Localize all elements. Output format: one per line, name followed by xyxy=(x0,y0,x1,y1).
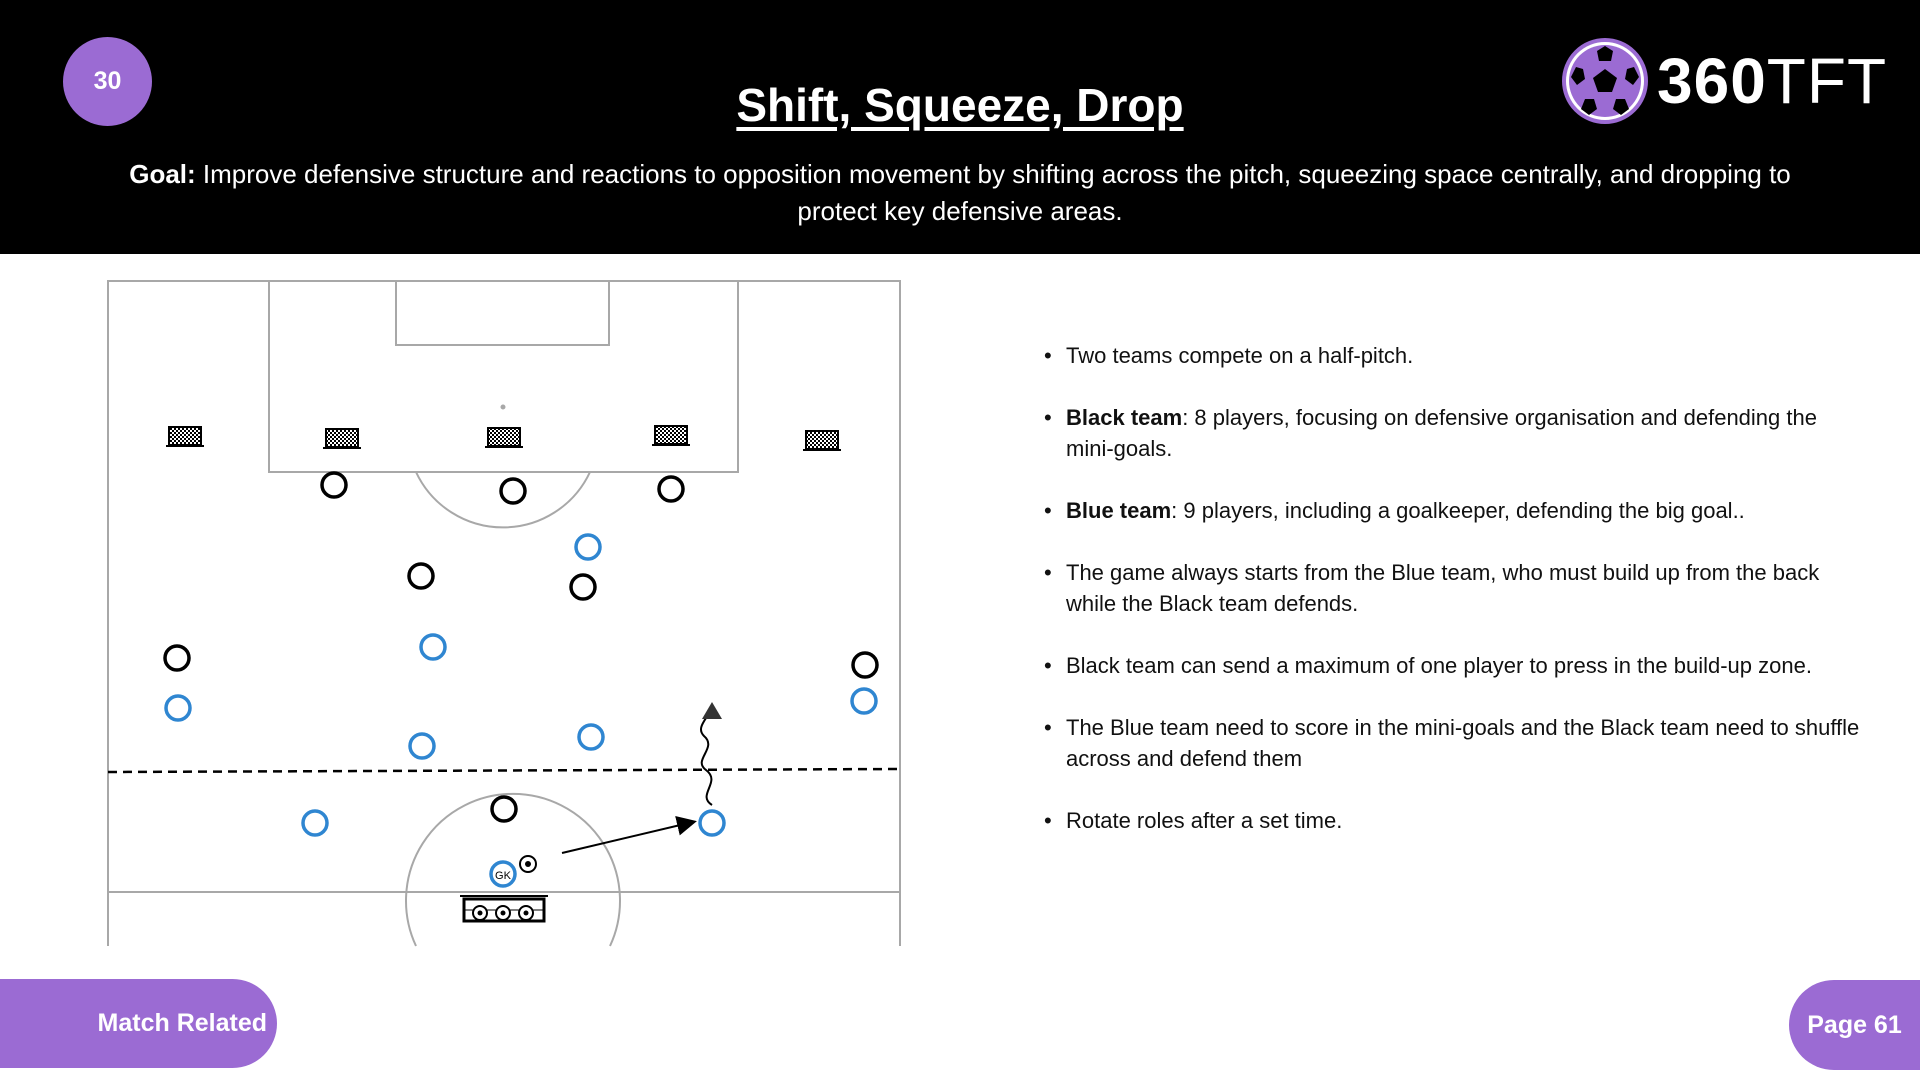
dribble-arrowhead xyxy=(702,702,722,719)
penalty-spot xyxy=(500,404,506,410)
mini-goal xyxy=(166,426,204,447)
big-goal xyxy=(460,895,548,923)
pass-arrow xyxy=(561,815,697,854)
blue-player xyxy=(408,732,436,760)
football-icon xyxy=(1562,38,1648,124)
page-title: Shift, Squeeze, Drop xyxy=(736,79,1184,131)
blue-player xyxy=(574,533,602,561)
black-player xyxy=(320,471,348,499)
logo-text: 360TFT xyxy=(1657,44,1887,118)
spare-ball xyxy=(518,905,534,921)
pitch-markings xyxy=(107,280,901,947)
mini-goal xyxy=(323,428,361,449)
blue-player xyxy=(164,694,192,722)
instruction-item: The Blue team need to score in the mini-… xyxy=(1040,712,1860,774)
logo-text-bold: 360 xyxy=(1657,45,1767,117)
instruction-text: Two teams compete on a half-pitch. xyxy=(1066,343,1414,368)
blue-player xyxy=(850,687,878,715)
instruction-text: The game always starts from the Blue tea… xyxy=(1066,560,1820,616)
black-team-players xyxy=(163,471,879,823)
header-bar: 30 Shift, Squeeze, Drop Goal: Improve de… xyxy=(0,0,1920,254)
match-ball xyxy=(519,855,537,873)
instruction-text: The Blue team need to score in the mini-… xyxy=(1066,715,1860,771)
goal-label: Goal: xyxy=(129,159,196,189)
mini-goal xyxy=(652,425,690,446)
goal-description: Goal: Improve defensive structure and re… xyxy=(110,156,1810,230)
blue-player xyxy=(301,809,329,837)
instruction-item: Black team can send a maximum of one pla… xyxy=(1040,650,1860,681)
brand-logo: 360TFT xyxy=(1561,37,1887,125)
instruction-item: Blue team: 9 players, including a goalke… xyxy=(1040,495,1860,526)
blue-team-players xyxy=(164,533,878,888)
mini-goals xyxy=(166,425,841,451)
centre-circle xyxy=(405,792,621,947)
category-tag: Match Related xyxy=(0,979,277,1068)
penalty-arc xyxy=(415,471,591,529)
black-player xyxy=(407,562,435,590)
instruction-item: Rotate roles after a set time. xyxy=(1040,805,1860,836)
instruction-bold: Blue team xyxy=(1066,498,1172,523)
blue-goalkeeper xyxy=(489,860,517,888)
instruction-text: Rotate roles after a set time. xyxy=(1066,808,1343,833)
logo-text-rest: TFT xyxy=(1766,45,1888,117)
instructions-list: Two teams compete on a half-pitch. Black… xyxy=(1040,340,1860,867)
instruction-text: : 9 players, including a goalkeeper, def… xyxy=(1171,498,1745,523)
black-player xyxy=(851,651,879,679)
instruction-item: The game always starts from the Blue tea… xyxy=(1040,557,1860,619)
instruction-text: : 8 players, focusing on defensive organ… xyxy=(1066,405,1817,461)
instruction-text: Black team can send a maximum of one pla… xyxy=(1066,653,1812,678)
mini-goal xyxy=(485,427,523,448)
black-player xyxy=(163,644,191,672)
black-player xyxy=(569,573,597,601)
six-yard-box xyxy=(395,280,610,346)
instruction-bold: Black team xyxy=(1066,405,1183,430)
blue-player xyxy=(419,633,447,661)
mini-goal xyxy=(803,430,841,451)
spare-ball xyxy=(495,905,511,921)
instruction-item: Black team: 8 players, focusing on defen… xyxy=(1040,402,1860,464)
dribble-path xyxy=(700,703,713,806)
page-number: Page 61 xyxy=(1789,980,1920,1070)
pitch-diagram: GK xyxy=(107,280,901,947)
build-up-zone-line xyxy=(107,767,901,774)
black-player xyxy=(499,477,527,505)
goalkeeper-label: GK xyxy=(495,870,512,882)
spare-ball xyxy=(472,905,488,921)
pitch-outline xyxy=(107,280,901,946)
black-player xyxy=(657,475,685,503)
drill-number-badge: 30 xyxy=(63,37,152,126)
instruction-item: Two teams compete on a half-pitch. xyxy=(1040,340,1860,371)
goal-text: Improve defensive structure and reaction… xyxy=(195,159,1791,226)
blue-player xyxy=(698,809,726,837)
black-player xyxy=(490,795,518,823)
blue-player xyxy=(577,723,605,751)
